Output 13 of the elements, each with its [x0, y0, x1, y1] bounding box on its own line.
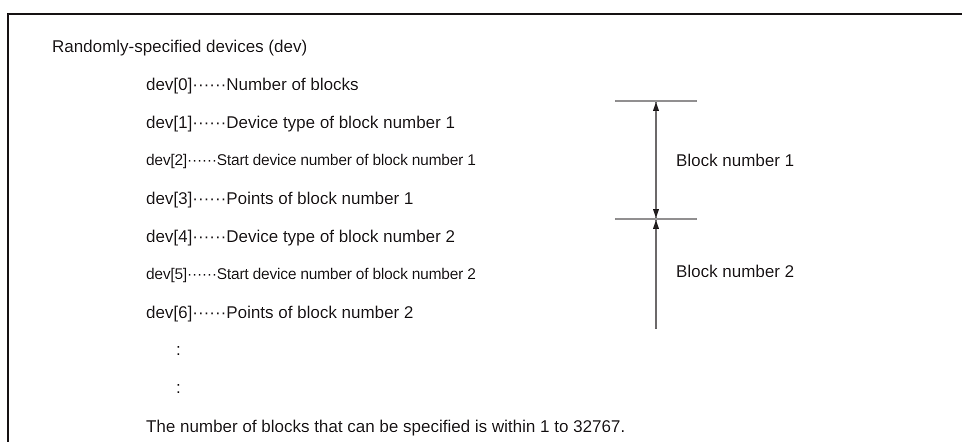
- ellipsis-mark: :: [176, 340, 181, 360]
- list-item: dev[6]······Points of block number 2: [146, 303, 414, 323]
- list-item: dev[0]······Number of blocks: [146, 75, 359, 95]
- list-item: dev[1]······Device type of block number 1: [146, 113, 455, 133]
- list-item: dev[3]······Points of block number 1: [146, 189, 414, 209]
- list-item: dev[4]······Device type of block number 2: [146, 227, 455, 247]
- bracket-label: Block number 1: [676, 151, 794, 171]
- ellipsis-mark: :: [176, 378, 181, 398]
- list-item: dev[5]······Start device number of block number 2: [146, 265, 476, 285]
- heading: Randomly-specified devices (dev): [52, 37, 308, 57]
- bracket-label: Block number 2: [676, 262, 794, 282]
- list-item: dev[2]······Start device number of block number 1: [146, 151, 476, 171]
- note: The number of blocks that can be specified is within 1 to 32767.: [146, 417, 626, 437]
